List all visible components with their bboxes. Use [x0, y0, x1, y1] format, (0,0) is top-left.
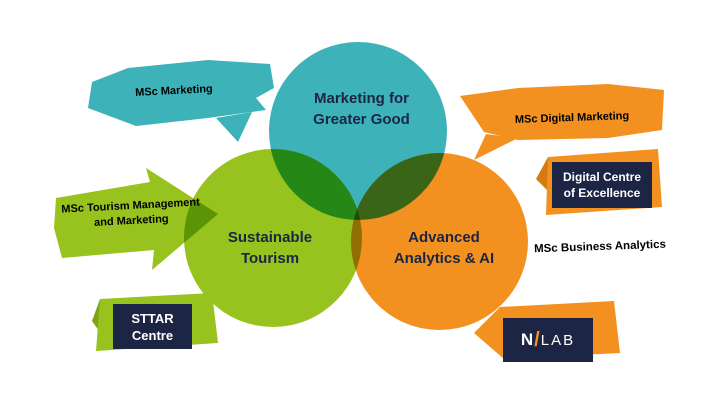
marketing-label-line1: Marketing for: [313, 90, 409, 107]
msc-tourism-arrow-icon: [54, 168, 218, 270]
speech-bubble-body: [460, 84, 664, 140]
analytics-label-line2: Analytics & AI: [393, 250, 495, 267]
digital-centre-badge: Digital Centre of Excellence: [552, 162, 652, 208]
sttar-centre-badge: STTAR Centre: [113, 304, 192, 349]
msc-marketing-speech-bubble-icon: [88, 60, 274, 142]
nlab-badge: N / LAB: [503, 318, 593, 362]
marketing-label-line2: Greater Good: [313, 111, 410, 128]
msc-digital-marketing-speech-bubble-icon: [460, 84, 664, 160]
speech-bubble-tail: [216, 112, 252, 142]
arrow-shape: [54, 168, 218, 270]
nlab-n-text: N: [520, 330, 534, 349]
tourism-circle: [184, 149, 362, 327]
marketing-circle-label: Marketing for Greater Good: [279, 88, 444, 130]
speech-bubble-tail: [474, 134, 518, 160]
sttar-line2: Centre: [131, 327, 174, 343]
digital-centre-line2: of Excellence: [563, 186, 641, 200]
digital-centre-line1: Digital Centre: [562, 170, 641, 184]
tourism-circle-label: Sustainable Tourism: [190, 227, 350, 269]
tourism-label-line2: Tourism: [240, 250, 300, 267]
nlab-lab-text: LAB: [540, 331, 576, 349]
tourism-label-line1: Sustainable: [227, 229, 313, 246]
sttar-line1: STTAR: [131, 310, 174, 326]
analytics-circle: [351, 153, 528, 330]
analytics-circle-label: Advanced Analytics & AI: [364, 227, 524, 269]
speech-bubble-body: [88, 60, 274, 126]
analytics-label-line1: Advanced: [408, 229, 480, 246]
msc-business-analytics-label: MSc Business Analytics: [533, 238, 667, 256]
nlab-slash-text: /: [534, 328, 540, 351]
ribbon-fold: [536, 157, 550, 193]
